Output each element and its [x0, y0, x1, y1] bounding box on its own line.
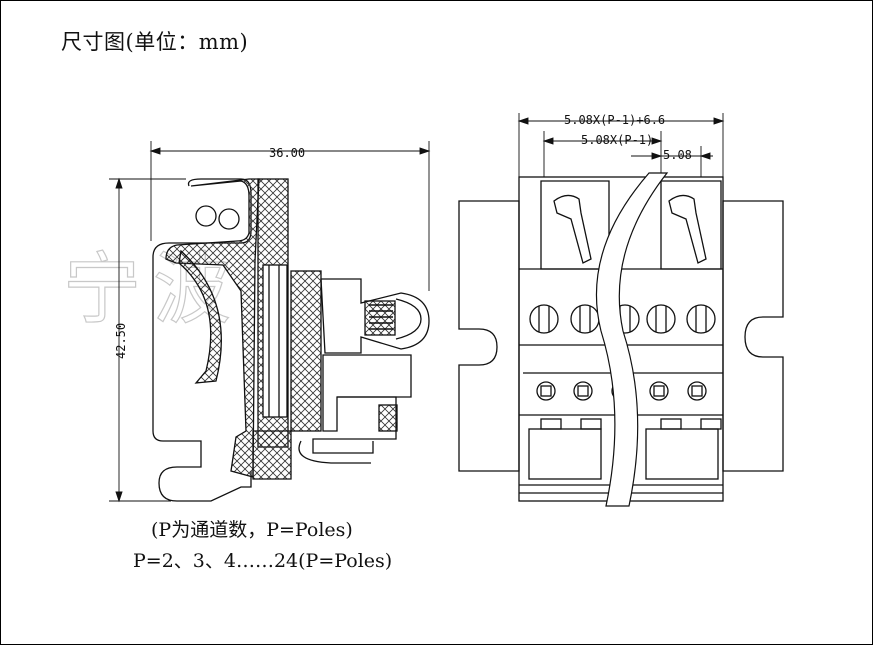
right-flange	[722, 200, 784, 472]
front-dimensions	[517, 113, 725, 177]
side-view	[109, 141, 431, 503]
pitch-label: 5.08	[663, 148, 692, 162]
screw-row	[529, 304, 716, 334]
width-dimension	[149, 141, 431, 291]
overall-width-label: 5.08X(P-1)+6.6	[564, 113, 665, 127]
height-dimension-label: 42.50	[114, 323, 128, 359]
break-line	[595, 172, 669, 507]
height-dimension	[109, 177, 186, 503]
poles-note: (P为通道数，P=Poles)	[151, 519, 353, 541]
width-dimension-label: 36.00	[269, 146, 305, 160]
poles-range-note: P=2、3、4……24(P=Poles)	[133, 550, 393, 572]
left-flange	[458, 200, 520, 472]
pitch-total-label: 5.08X(P-1)	[581, 133, 653, 147]
rail-clip-hatched	[165, 178, 260, 478]
page-title: 尺寸图(单位：mm)	[61, 30, 249, 54]
front-view	[458, 113, 784, 507]
